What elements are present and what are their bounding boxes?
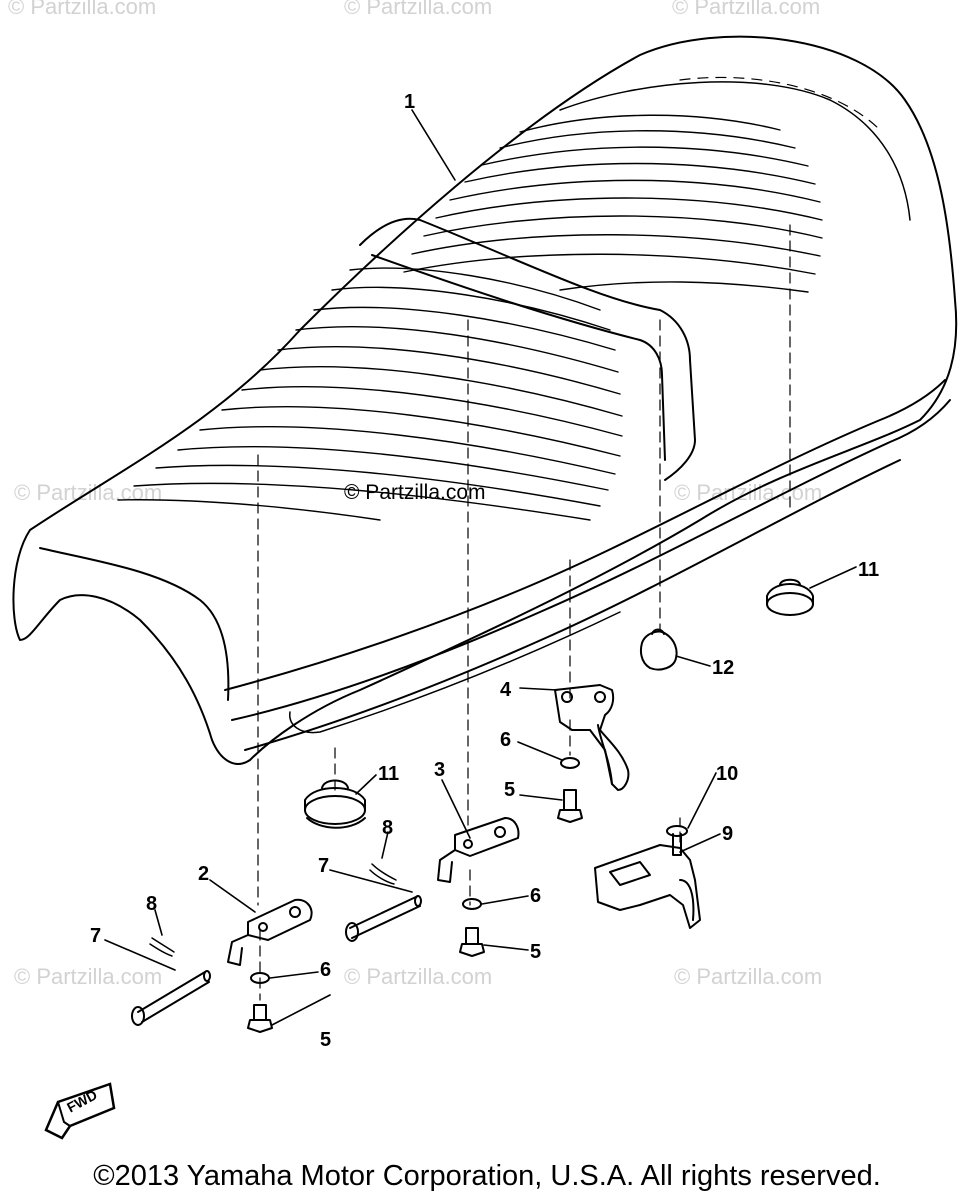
- callout-part-11b: 11: [858, 559, 880, 581]
- mounting-guide-lines: [257, 224, 791, 1001]
- copyright-notice: ©2013 Yamaha Motor Corporation, U.S.A. A…: [93, 1160, 881, 1192]
- watermark-top-left: © Partzilla.com: [8, 0, 157, 19]
- callout-part-11a: 11: [378, 763, 400, 785]
- callout-part-7a: 7: [90, 925, 102, 947]
- cotter-pin-8a: [149, 937, 175, 957]
- watermark-bottom-center: © Partzilla.com: [344, 964, 493, 989]
- watermark-top-right: © Partzilla.com: [672, 0, 821, 19]
- callout-part-5b: 5: [530, 941, 542, 963]
- watermark-bottom-left: © Partzilla.com: [14, 964, 163, 989]
- leader-lines: [104, 109, 857, 1026]
- callout-part-4: 4: [500, 679, 512, 701]
- callout-part-2: 2: [198, 863, 210, 885]
- watermark-top-center: © Partzilla.com: [344, 0, 493, 19]
- cotter-pin-8b: [369, 863, 397, 885]
- washer-6b: [462, 898, 482, 910]
- watermark-mid-center: © Partzilla.com: [344, 481, 486, 504]
- cushion-rubber: [640, 628, 678, 671]
- callout-part-5a: 5: [320, 1029, 332, 1051]
- bracket-3: [437, 817, 520, 883]
- callout-part-7b: 7: [318, 855, 330, 877]
- callout-part-6b: 6: [530, 885, 542, 907]
- washer-6c: [560, 757, 580, 769]
- callout-part-10: 10: [716, 763, 739, 785]
- seat-pleats-front: [117, 267, 623, 521]
- pin-7a: [131, 970, 211, 1026]
- damper-rubber-right: [766, 578, 814, 616]
- callout-part-8b: 8: [382, 817, 394, 839]
- lock-bracket: [554, 684, 630, 791]
- seat-pleats-rear: [403, 114, 823, 293]
- seat-assembly: [12, 35, 958, 765]
- callout-part-5c: 5: [504, 779, 516, 801]
- washer-6a: [250, 972, 270, 984]
- callout-part-8a: 8: [146, 893, 158, 915]
- watermark-bottom-right: © Partzilla.com: [674, 964, 823, 989]
- callout-part-9: 9: [722, 823, 734, 845]
- callout-part-6c: 6: [500, 729, 512, 751]
- bolt-5b: [459, 927, 485, 957]
- forward-arrow-icon: [44, 1082, 116, 1140]
- lock-latch-9: [594, 844, 701, 929]
- bracket-2: [227, 898, 313, 966]
- callout-part-6a: 6: [320, 959, 332, 981]
- callout-part-1: 1: [404, 91, 416, 113]
- screw-10: [666, 825, 688, 856]
- bolt-5c: [557, 789, 583, 823]
- callout-part-3: 3: [434, 759, 446, 781]
- pin-7b: [345, 895, 422, 942]
- damper-rubber-left: [304, 779, 366, 829]
- bolt-5a: [247, 1004, 273, 1033]
- callout-part-12: 12: [712, 657, 735, 679]
